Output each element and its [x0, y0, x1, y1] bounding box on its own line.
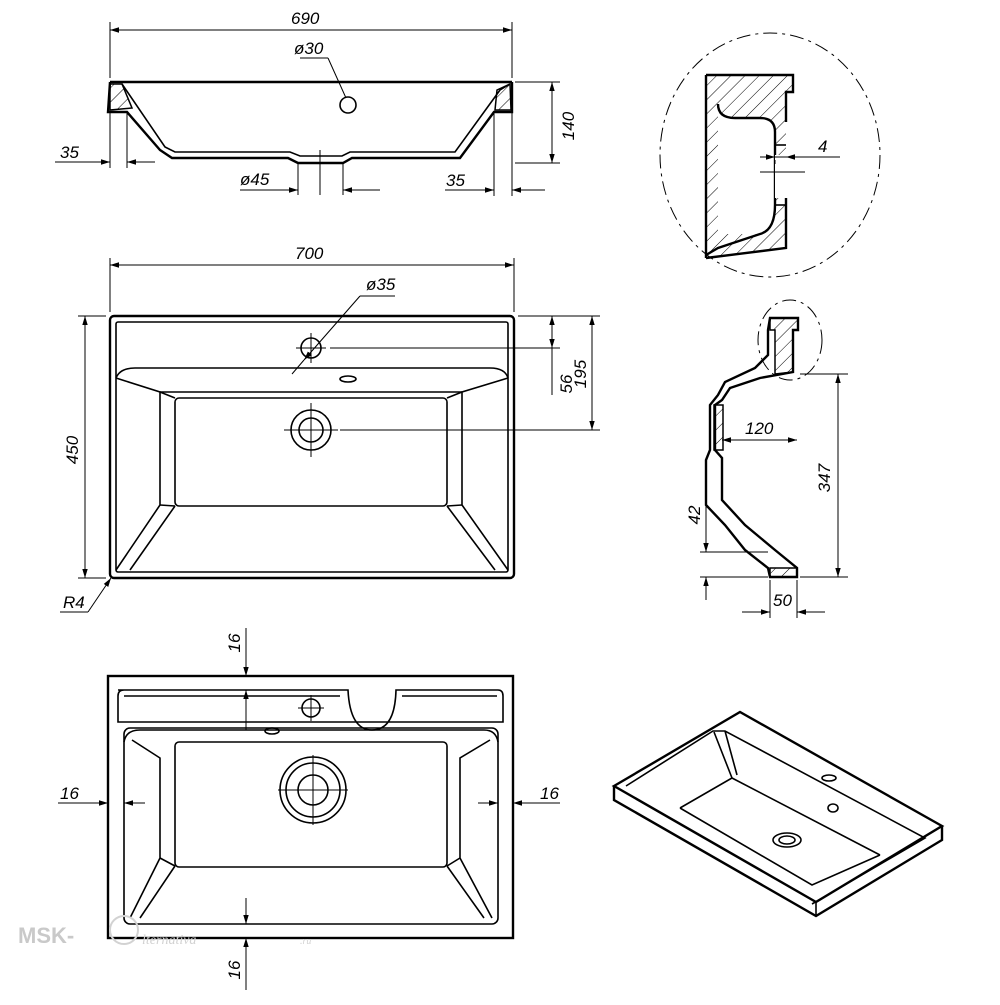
- iso-drain: [772, 832, 802, 848]
- dim-rim-top: 16: [225, 633, 244, 652]
- front-section-view: 690 ø30 140 35 ø45 35: [55, 9, 578, 196]
- watermark: MSK- lternativa .ru: [18, 915, 311, 948]
- watermark-brand: MSK-: [18, 923, 74, 948]
- cutout-outline: [106, 674, 515, 940]
- watermark-domain: .ru: [300, 936, 311, 947]
- dim-corner-radius: R4: [63, 593, 85, 612]
- dim-tap-offset: 56: [557, 374, 576, 393]
- dim-top-width: 700: [295, 244, 324, 263]
- dim-front-width: 690: [291, 9, 320, 28]
- cutout-view: 16 16 16 16: [58, 628, 560, 990]
- top-view: 700 ø35 450 56 195 R4: [60, 244, 600, 613]
- top-outline: [108, 314, 516, 580]
- dim-rim-right: 16: [540, 784, 559, 803]
- dim-overflow-depth: 120: [745, 419, 774, 438]
- dim-tap-hole-dia: ø35: [366, 275, 396, 294]
- rim-section-right: [494, 82, 512, 111]
- dim-rim-left: 16: [60, 784, 79, 803]
- dim-rim-bottom: 16: [225, 960, 244, 979]
- detail-boundary: [659, 32, 881, 278]
- dim-side-height: 347: [815, 463, 834, 492]
- watermark-logo-icon: [109, 915, 139, 945]
- dim-wall-thickness: 4: [818, 137, 827, 156]
- dim-drain-offset: 195: [571, 359, 590, 388]
- watermark-script: lternativa: [142, 933, 196, 948]
- detail-view: 4: [659, 32, 881, 278]
- dim-overflow-dia: ø30: [294, 39, 324, 58]
- rim-section-left: [109, 83, 134, 111]
- isometric-view: [611, 710, 945, 918]
- dim-top-height: 450: [63, 435, 82, 464]
- dim-front-left-edge: 35: [60, 143, 79, 162]
- dim-front-right-edge: 35: [446, 171, 465, 190]
- dim-front-depth: 140: [559, 111, 578, 140]
- dim-foot-width: 50: [773, 591, 792, 610]
- overflow-hole-circle: [339, 96, 357, 114]
- side-section-view: 120 347 42 50: [685, 299, 848, 618]
- dim-drain-dia: ø45: [240, 170, 270, 189]
- dim-bottom-height: 42: [685, 505, 704, 524]
